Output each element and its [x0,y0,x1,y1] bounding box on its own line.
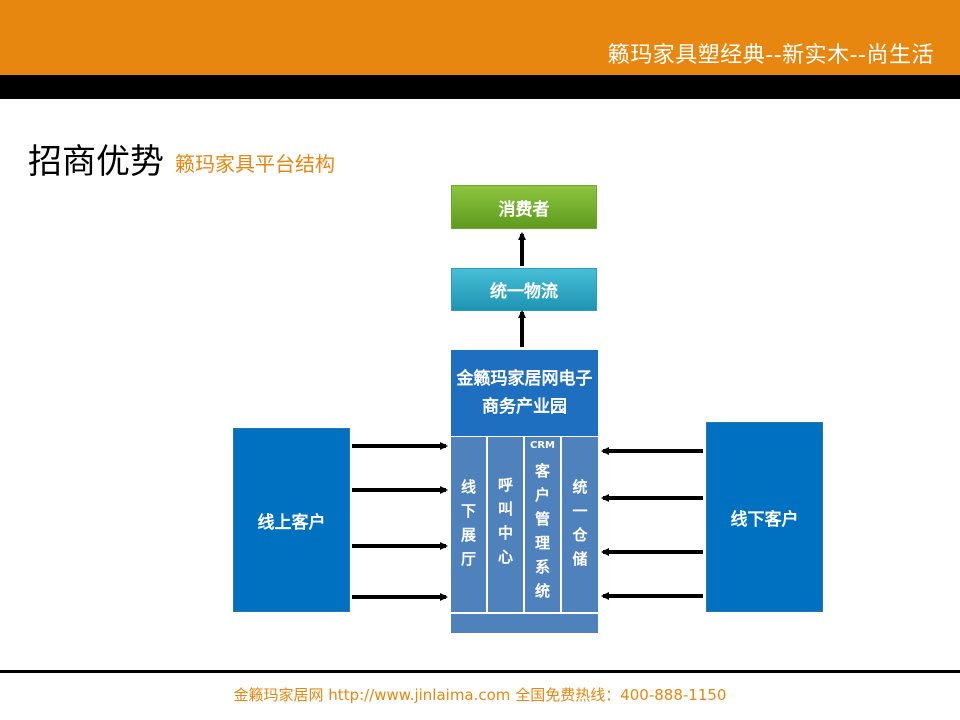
offline-customers-box: 线下客户 [706,422,823,612]
top-header-band: 籁玛家具塑经典--新实木--尚生活 [0,0,960,75]
warehouse-char: 一 [572,502,588,520]
crm-char: 系 [534,558,550,576]
callcenter-char: 叫 [497,500,513,518]
crm-char: 户 [534,486,550,504]
header-black-stripe [0,75,960,99]
showroom-column: 线 下 展 厅 [451,437,486,612]
warehouse-char: 仓 [572,526,588,544]
warehouse-column: 统 一 仓 储 [562,437,598,612]
crm-char: 客 [534,462,550,480]
crm-char: 管 [534,510,550,528]
callcenter-column: 呼 叫 中 心 [488,437,523,612]
ecommerce-park-box: 金籁玛家居网电子商务产业园 [451,350,598,436]
callcenter-char: 中 [497,524,513,542]
showroom-char: 展 [460,526,476,544]
showroom-char: 线 [460,478,476,496]
footer-divider [0,670,960,673]
warehouse-char: 统 [572,478,588,496]
consumer-box: 消费者 [451,185,597,229]
footer-contact: 金籁玛家居网 http://www.jinlaima.com 全国免费热线：40… [233,686,727,704]
online-customers-box: 线上客户 [233,428,350,612]
crm-char: 统 [534,582,550,600]
crm-column: CRM 客 户 管 理 系 统 [525,437,560,612]
page-title: 招商优势 [28,142,164,182]
park-base-strip [451,614,598,633]
callcenter-char: 呼 [497,476,513,494]
callcenter-char: 心 [497,548,513,566]
page-subtitle: 籁玛家具平台结构 [175,152,335,176]
showroom-char: 厅 [460,550,476,568]
header-slogan: 籁玛家具塑经典--新实木--尚生活 [607,43,934,68]
logistics-box: 统一物流 [451,268,597,311]
crm-char: 理 [534,534,550,552]
warehouse-char: 储 [572,550,588,568]
crm-label: CRM [530,440,555,451]
showroom-char: 下 [460,502,476,520]
